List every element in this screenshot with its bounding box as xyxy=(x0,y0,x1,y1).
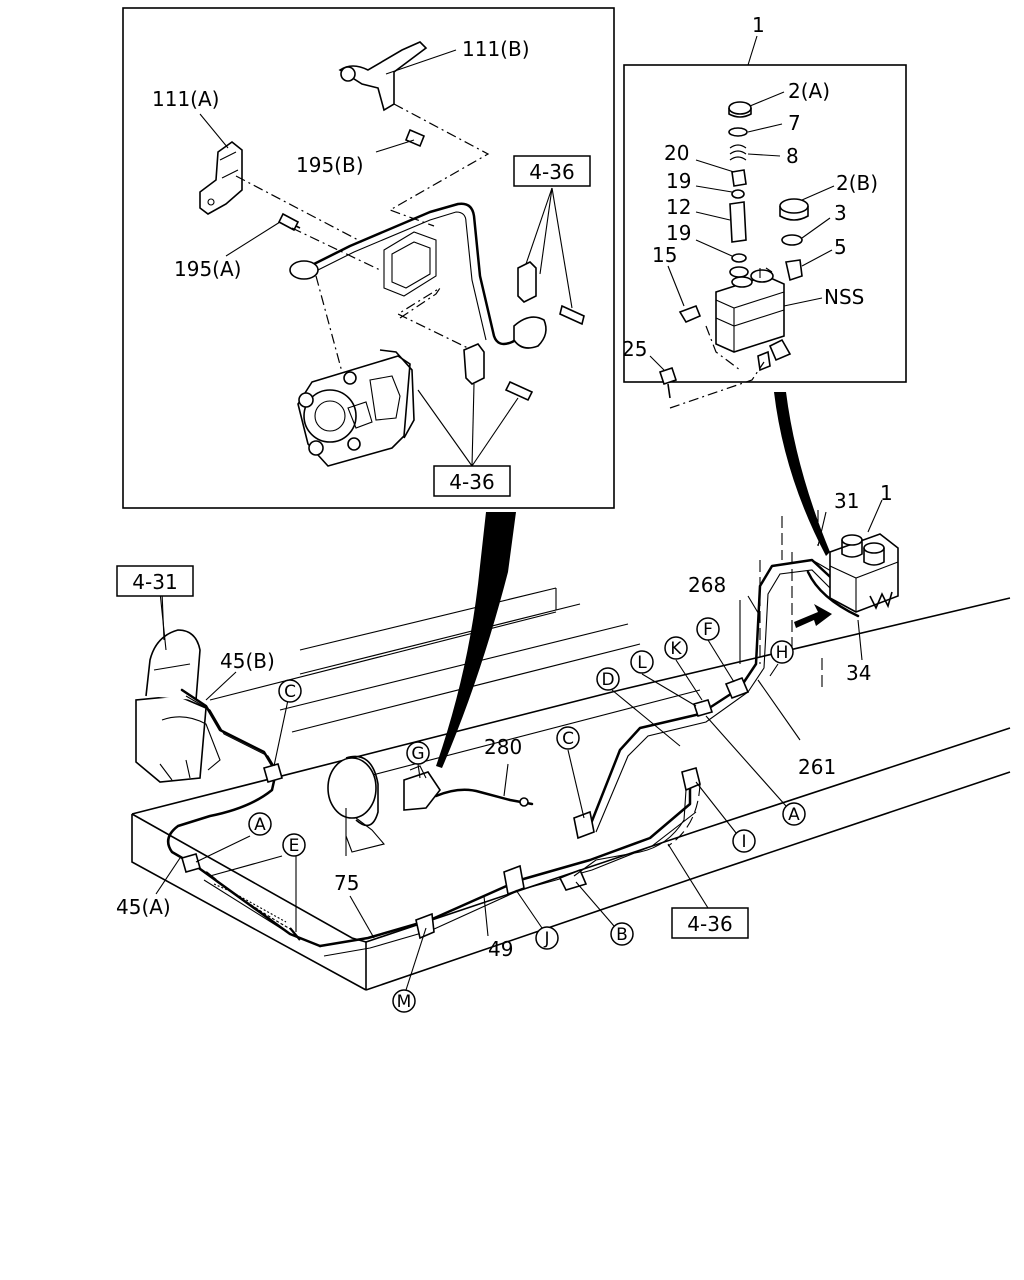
clip-c1 xyxy=(263,763,283,783)
label-8: 8 xyxy=(786,144,799,168)
clip-m xyxy=(415,912,435,940)
label-45a: 45(A) xyxy=(116,895,171,919)
label-1-main: 1 xyxy=(880,481,893,505)
label-12: 12 xyxy=(666,195,691,219)
reservoir-detail-inset: 1 xyxy=(622,13,907,409)
label-195b: 195(B) xyxy=(296,153,364,177)
clip-f xyxy=(724,676,750,700)
pump-detail-frame xyxy=(122,7,615,509)
clip-lower xyxy=(463,343,485,385)
callout-f: F xyxy=(703,620,713,640)
ring-19-upper xyxy=(731,189,745,199)
label-34: 34 xyxy=(846,661,871,685)
clip-15 xyxy=(678,304,702,324)
callout-b: B xyxy=(616,925,628,945)
label-7: 7 xyxy=(788,111,801,135)
label-49: 49 xyxy=(488,937,513,961)
cap-2b xyxy=(779,198,809,214)
clip-c2 xyxy=(573,810,595,840)
callout-h: H xyxy=(776,643,789,663)
label-15: 15 xyxy=(652,243,677,267)
reservoir-mounted xyxy=(829,533,899,613)
pipe-261-268 xyxy=(588,558,862,828)
clip-i xyxy=(681,767,701,792)
label-75: 75 xyxy=(334,871,359,895)
round-component xyxy=(327,755,385,856)
pressure-pipe xyxy=(308,202,530,346)
label-111b: 111(B) xyxy=(462,37,530,61)
main-labels: 4-31 45(B) 280 268 31 1 34 261 45(A) 75 … xyxy=(116,481,893,961)
label-261: 261 xyxy=(798,755,836,779)
ring-19-lower xyxy=(731,253,747,263)
callout-a-right: A xyxy=(788,805,800,825)
hose-end xyxy=(513,316,547,349)
callout-g: G xyxy=(411,744,424,764)
pipe-45 xyxy=(166,688,322,948)
label-111a: 111(A) xyxy=(152,87,219,111)
callout-c-left: C xyxy=(284,682,296,702)
clip-a2 xyxy=(692,699,714,717)
label-19-lower: 19 xyxy=(666,221,691,245)
ref-4-31: 4-31 xyxy=(132,570,177,594)
callout-letters: C C F K L D H G A A E I J B M xyxy=(248,617,806,1013)
cap-2a xyxy=(728,101,752,115)
label-25: 25 xyxy=(622,337,647,361)
label-31: 31 xyxy=(834,489,859,513)
clip-a1 xyxy=(181,853,201,873)
spring-8 xyxy=(729,144,747,161)
callout-l: L xyxy=(637,653,647,673)
power-steering-pump xyxy=(297,349,415,467)
bolt-195b xyxy=(404,128,426,148)
bolt-25 xyxy=(658,366,678,386)
callout-d: D xyxy=(601,670,614,690)
main-leaders xyxy=(155,499,883,991)
reservoir-detail-frame xyxy=(623,64,907,383)
direction-arrow xyxy=(794,604,832,628)
callout-j: J xyxy=(543,929,549,949)
pointer-arrow-pump xyxy=(436,512,516,768)
clip-b xyxy=(558,868,588,891)
callout-i: I xyxy=(741,832,746,852)
callout-m: M xyxy=(397,992,412,1012)
ref-4-36-upper: 4-36 xyxy=(529,160,574,184)
label-45b: 45(B) xyxy=(220,649,275,673)
pressure-switch-280 xyxy=(403,765,534,811)
label-19-upper: 19 xyxy=(666,169,691,193)
label-5: 5 xyxy=(834,235,847,259)
pipe-75 xyxy=(318,776,692,948)
reservoir-tank-nss xyxy=(715,267,792,372)
label-195a: 195(A) xyxy=(174,257,241,281)
clip-j xyxy=(503,864,525,896)
callout-a-left: A xyxy=(254,815,266,835)
callout-e: E xyxy=(289,836,300,856)
o-ring-3 xyxy=(781,234,803,246)
pipe-fitting xyxy=(289,260,319,280)
label-nss: NSS xyxy=(824,285,864,309)
steering-gear-box xyxy=(135,695,207,783)
valve-20 xyxy=(731,169,747,187)
bolt-195a xyxy=(277,212,300,232)
pointer-arrow-reservoir xyxy=(774,392,830,556)
strainer-5 xyxy=(785,259,803,282)
label-3: 3 xyxy=(834,201,847,225)
filter-12 xyxy=(729,201,747,243)
label-1-top: 1 xyxy=(752,13,765,37)
ref-4-36-main: 4-36 xyxy=(687,912,732,936)
label-280: 280 xyxy=(484,735,522,759)
label-20: 20 xyxy=(664,141,689,165)
label-2b: 2(B) xyxy=(836,171,878,195)
bracket-111a xyxy=(199,140,243,215)
o-ring-7 xyxy=(728,127,748,137)
label-2a: 2(A) xyxy=(788,79,830,103)
pump-detail-inset: 111(B) 111(A) 195(B) 195(A) 4-36 4-36 xyxy=(122,7,615,509)
ref-4-36-lower: 4-36 xyxy=(449,470,494,494)
callout-c-center: C xyxy=(562,729,574,749)
clip-upper xyxy=(517,261,537,303)
chassis-main-view xyxy=(131,510,1011,991)
callout-k: K xyxy=(670,639,682,659)
label-268: 268 xyxy=(688,573,726,597)
